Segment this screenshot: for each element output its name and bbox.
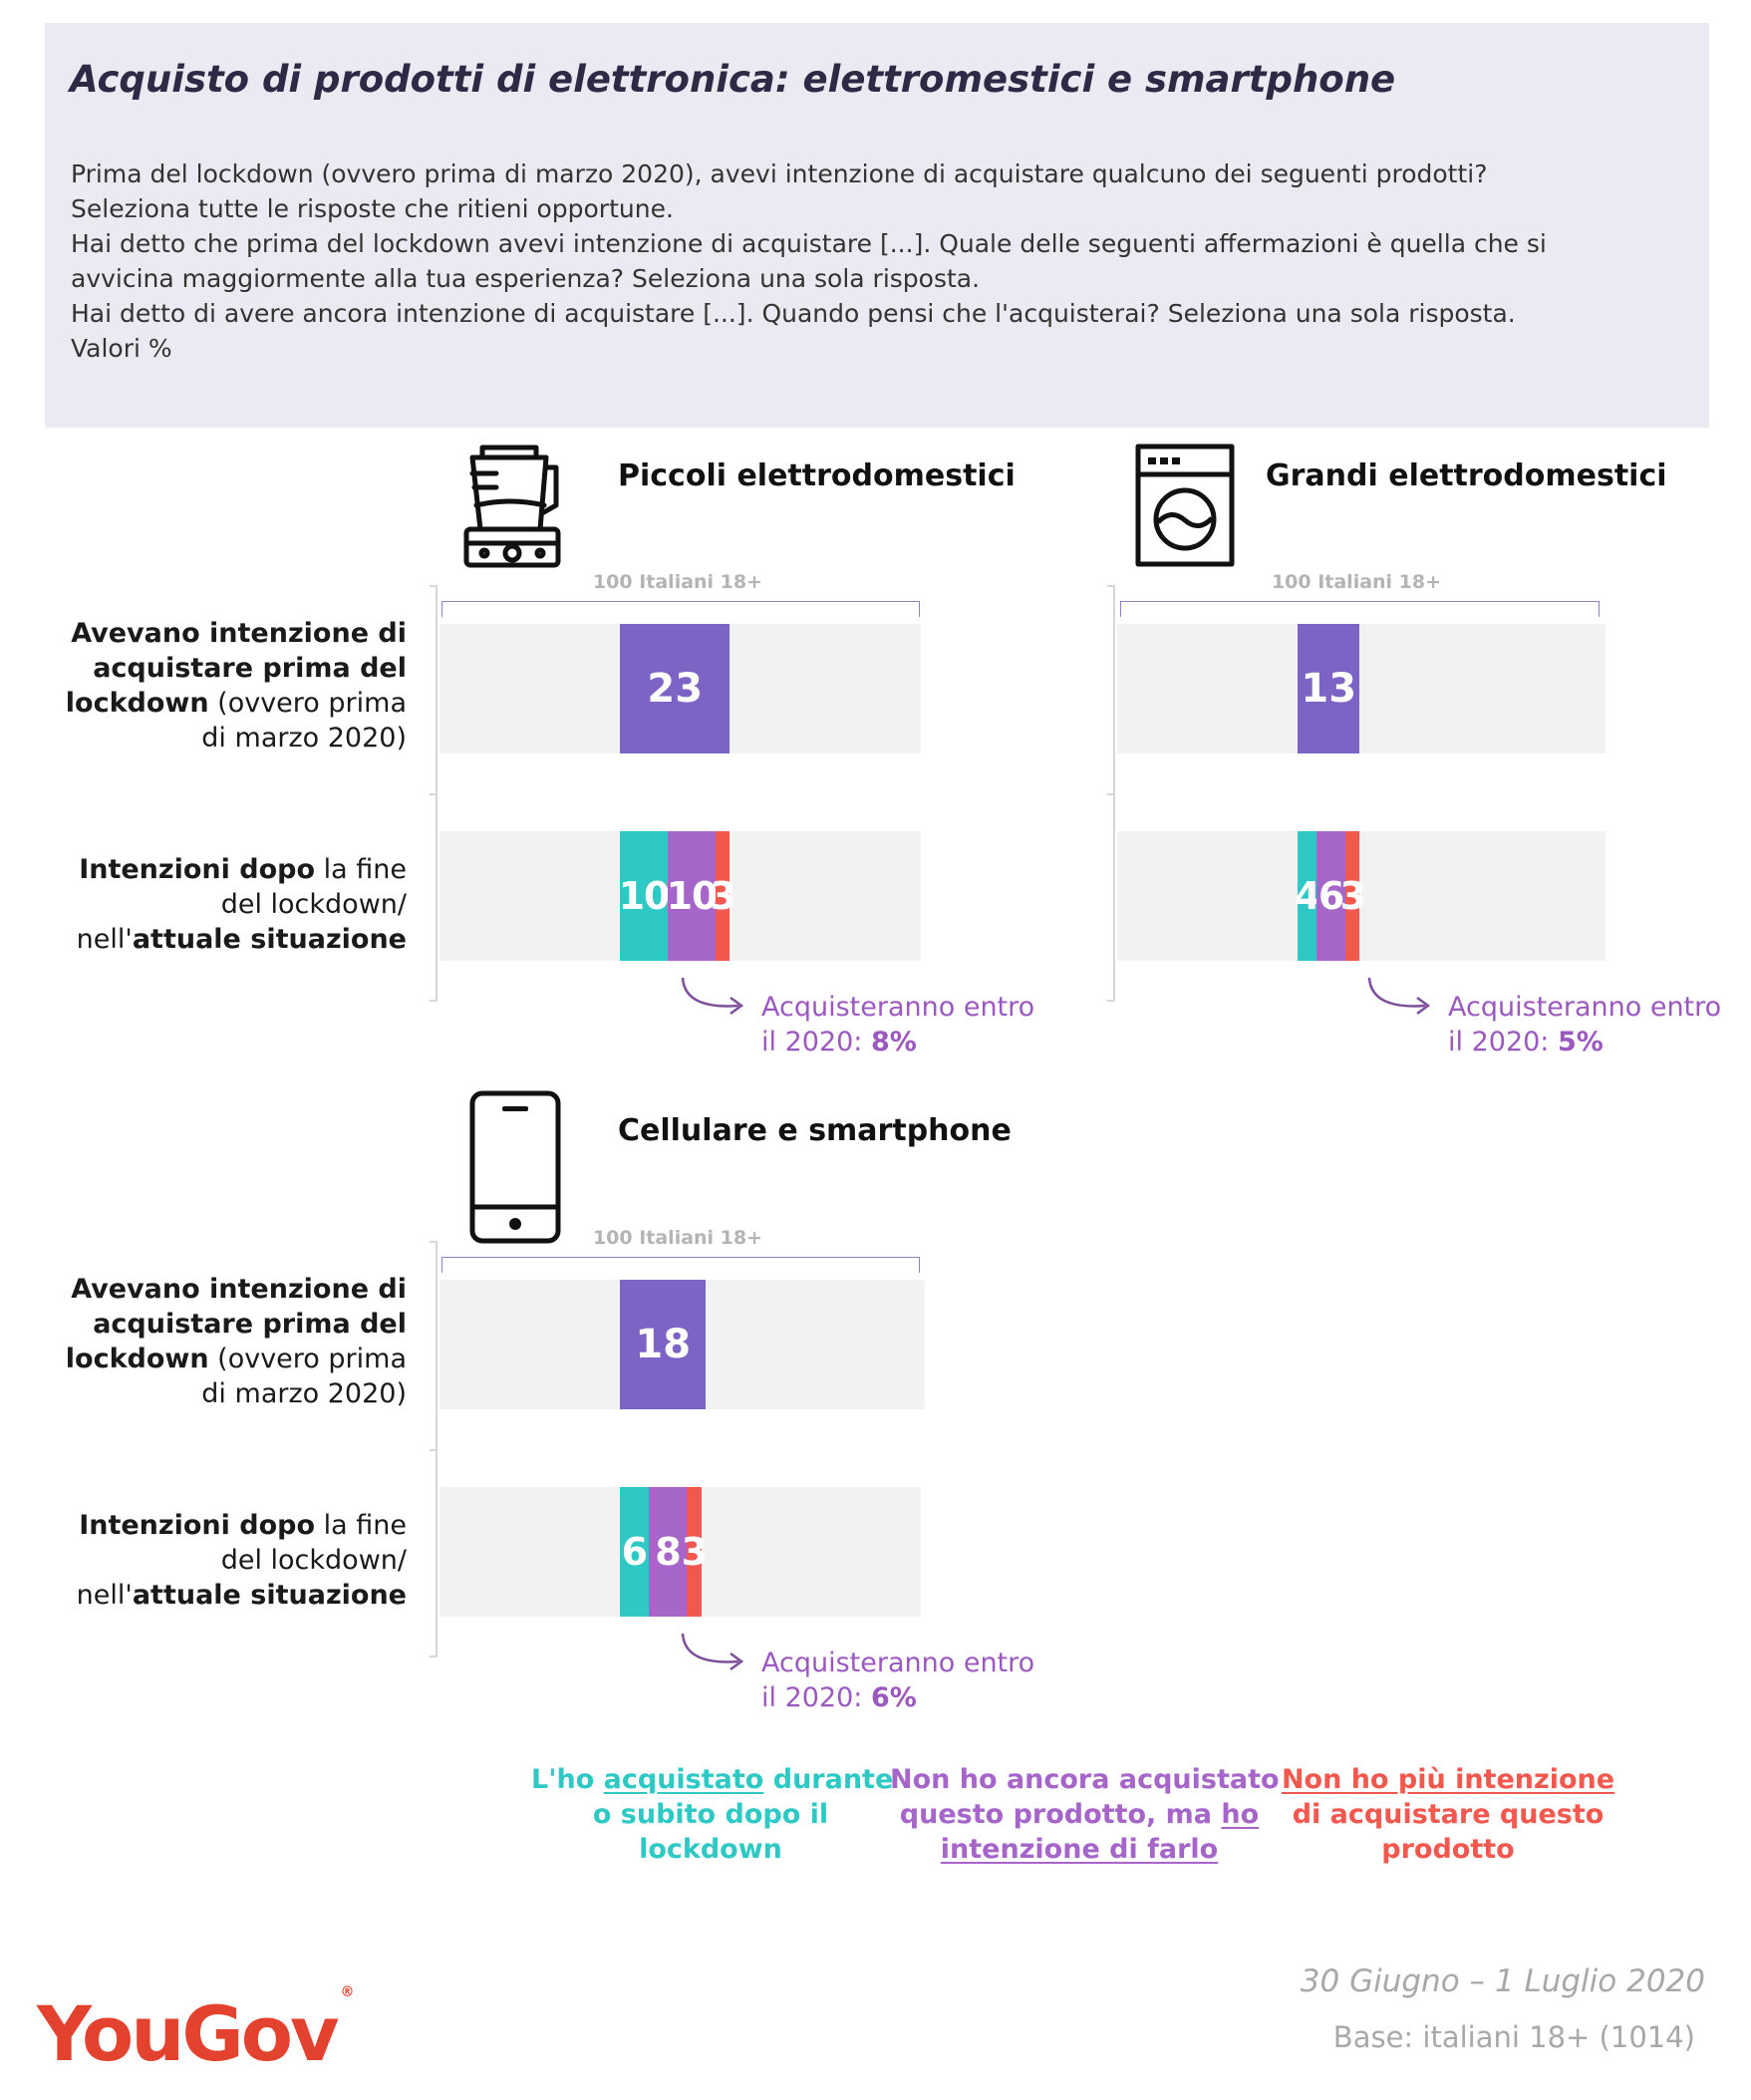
track-before: 13 <box>1117 624 1605 753</box>
base-label: 100 Italiani 18+ <box>592 1227 763 1249</box>
bar-before: 13 <box>1298 624 1360 753</box>
row-label-after: Intenzioni dopo la fine del lockdown/ ne… <box>76 854 407 955</box>
curved-arrow-icon <box>681 977 744 1016</box>
base-bracket <box>441 601 920 617</box>
bar-bought: 6 <box>620 1487 649 1617</box>
smartphone-icon <box>469 1090 561 1244</box>
axis-tick <box>1107 1000 1115 1002</box>
question-text: Prima del lockdown (ovvero prima di marz… <box>71 156 1547 366</box>
legend-intend: Non ho ancora acquistato questo prodotto… <box>890 1764 1280 1865</box>
bar-intend: 10 <box>667 831 718 961</box>
base-label: 100 Italiani 18+ <box>592 571 763 593</box>
row-label-before: Avevano intenzione di acquistare prima d… <box>65 1274 407 1409</box>
yougov-logo: YouGov® <box>37 1983 355 2078</box>
blender-icon <box>463 445 561 568</box>
axis-tick <box>430 1449 438 1451</box>
question-line: Seleziona tutte le risposte che ritieni … <box>71 194 674 223</box>
bar-no-more: 3 <box>710 831 736 961</box>
track-after: 10 10 3 <box>439 831 921 961</box>
panel-title-small-appliances: Piccoli elettrodomestici <box>618 458 1016 493</box>
question-line: avvicina maggiormente alla tua esperienz… <box>71 264 981 293</box>
footer-date: 30 Giugno – 1 Luglio 2020 <box>1300 1963 1705 1999</box>
axis-tick <box>430 793 438 795</box>
question-line: Hai detto che prima del lockdown avevi i… <box>71 229 1547 258</box>
panel-title-smartphones: Cellulare e smartphone <box>618 1113 1012 1148</box>
track-after: 6 8 3 <box>439 1487 921 1617</box>
axis-tick <box>430 1655 438 1657</box>
track-before: 18 <box>439 1280 925 1409</box>
header-box <box>45 23 1709 428</box>
base-label: 100 Italiani 18+ <box>1271 571 1442 593</box>
bar-bought: 10 <box>619 831 670 961</box>
question-line: Hai detto di avere ancora intenzione di … <box>71 299 1516 328</box>
axis-tick <box>430 585 438 587</box>
panel-title-large-appliances: Grandi elettrodomestici <box>1266 458 1667 493</box>
curved-arrow-icon <box>681 1633 744 1671</box>
washing-machine-icon <box>1135 444 1235 567</box>
base-bracket <box>1120 601 1600 617</box>
bar-before: 18 <box>620 1280 707 1409</box>
page-title: Acquisto di prodotti di elettronica: ele… <box>70 58 1396 101</box>
bar-before: 23 <box>620 624 730 753</box>
curved-arrow-icon <box>1367 977 1431 1016</box>
row-label-before: Avevano intenzione di acquistare prima d… <box>65 618 407 753</box>
track-before: 23 <box>439 624 921 753</box>
purchase-note: Acquisteranno entro il 2020: 6% <box>761 1648 1035 1713</box>
bar-bought: 4 <box>1295 831 1320 961</box>
purchase-note: Acquisteranno entro il 2020: 8% <box>761 992 1035 1057</box>
bar-no-more: 3 <box>682 1487 708 1617</box>
question-line: Valori % <box>71 334 172 363</box>
track-after: 4 6 3 <box>1117 831 1605 961</box>
bar-intend: 6 <box>1316 831 1345 961</box>
footer-base: Base: italiani 18+ (1014) <box>1332 2020 1695 2054</box>
axis-tick <box>430 1241 438 1243</box>
bar-no-more: 3 <box>1339 831 1366 961</box>
question-line: Prima del lockdown (ovvero prima di marz… <box>71 159 1488 188</box>
axis-tick <box>430 1000 438 1002</box>
base-bracket <box>441 1257 920 1273</box>
legend-bought: L'ho acquistato durante o subito dopo il… <box>531 1764 894 1865</box>
row-label-after: Intenzioni dopo la fine del lockdown/ ne… <box>76 1510 407 1611</box>
axis-tick <box>1107 585 1115 587</box>
axis-tick <box>1107 793 1115 795</box>
legend-no-more: Non ho più intenzione di acquistare ques… <box>1281 1764 1615 1865</box>
purchase-note: Acquisteranno entro il 2020: 5% <box>1448 992 1722 1057</box>
bar-intend: 8 <box>648 1487 688 1617</box>
